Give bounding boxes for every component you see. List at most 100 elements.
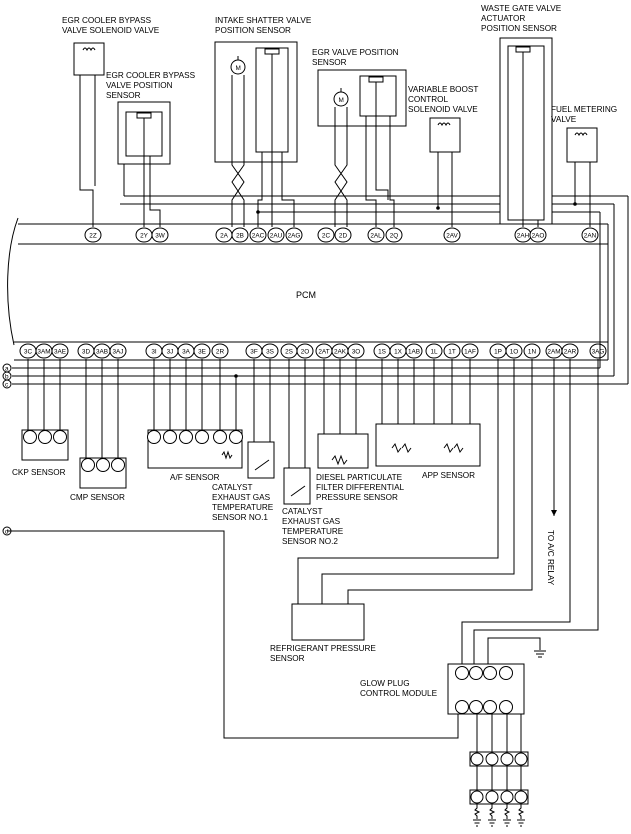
bus-markers: a b c d bbox=[2, 363, 12, 536]
pin-2AG: 2AG bbox=[285, 227, 303, 243]
variable-boost-label-3: SOLENOID VALVE bbox=[408, 105, 478, 114]
connector-terminals bbox=[470, 752, 528, 766]
potentiometer-icon bbox=[515, 46, 531, 53]
pin-3AE: 3AE bbox=[51, 343, 69, 359]
pin-label: 3W bbox=[155, 233, 166, 240]
pin-label: 3O bbox=[352, 349, 361, 356]
pin-3AG: 3AG bbox=[589, 343, 607, 359]
potentiometer-icon bbox=[443, 442, 464, 454]
pin-3A: 3A bbox=[177, 343, 195, 359]
connector-terminals bbox=[81, 458, 125, 472]
pin-label: 3A bbox=[182, 349, 191, 356]
egr-bypass-solenoid-label-2: VALVE SOLENOID VALVE bbox=[62, 26, 160, 35]
fuel-metering-label-1: FUEL METERING bbox=[551, 105, 617, 114]
pin-2O: 2O bbox=[296, 343, 314, 359]
connector-terminals bbox=[147, 430, 243, 444]
pin-label: 3AE bbox=[54, 349, 66, 356]
refrigerant-label-1: REFRIGERANT PRESSURE bbox=[270, 644, 376, 653]
waste-gate-label-2: ACTUATOR bbox=[481, 14, 525, 23]
pin-label: 2AN bbox=[584, 233, 597, 240]
glow-plug-label-1: GLOW PLUG bbox=[360, 679, 410, 688]
pin-3E: 3E bbox=[193, 343, 211, 359]
pin-label: 3S bbox=[266, 349, 274, 356]
pin-label: 1AF bbox=[464, 349, 476, 356]
thermistor-icon bbox=[290, 485, 306, 497]
pin-2AR: 2AR bbox=[561, 343, 579, 359]
pin-2AK: 2AK bbox=[331, 343, 349, 359]
pin-label: 3I bbox=[151, 349, 157, 356]
solenoid-coil-icon bbox=[437, 122, 451, 127]
solenoid-coil-icon bbox=[574, 132, 588, 137]
fuel-metering-label-2: VALVE bbox=[551, 115, 577, 124]
pin-2AU: 2AU bbox=[267, 227, 285, 243]
pin-1X: 1X bbox=[389, 343, 407, 359]
pin-2AL: 2AL bbox=[367, 227, 385, 243]
pin-3O: 3O bbox=[347, 343, 365, 359]
solenoid-coil-icon bbox=[82, 47, 96, 52]
pin-3J: 3J bbox=[161, 343, 179, 359]
cat-temp-2-label-2: EXHAUST GAS bbox=[282, 517, 341, 526]
pin-3AM: 3AM bbox=[35, 343, 53, 359]
pin-label: 2AC bbox=[252, 233, 265, 240]
cat-temp-1-label-3: TEMPERATURE bbox=[212, 503, 274, 512]
bus-c-marker bbox=[2, 379, 12, 389]
pin-3C: 3C bbox=[19, 343, 37, 359]
arrow-down-icon bbox=[551, 510, 557, 516]
pin-label: 2AU bbox=[270, 233, 283, 240]
egr-bypass-position-label-3: SENSOR bbox=[106, 91, 141, 100]
pin-2Y: 2Y bbox=[135, 227, 153, 243]
pin-1S: 1S bbox=[373, 343, 391, 359]
pin-label: 2AK bbox=[334, 349, 347, 356]
pin-2S: 2S bbox=[280, 343, 298, 359]
pin-label: 2S bbox=[285, 349, 293, 356]
pin-label: 2D bbox=[339, 233, 348, 240]
bus-c-label: c bbox=[5, 382, 9, 389]
dpf-label-3: PRESSURE SENSOR bbox=[316, 493, 398, 502]
pin-2C: 2C bbox=[317, 227, 335, 243]
pin-label: 1P bbox=[494, 349, 502, 356]
waste-gate-label-1: WASTE GATE VALVE bbox=[481, 4, 562, 13]
pin-3S: 3S bbox=[261, 343, 279, 359]
af-sensor-box bbox=[147, 429, 243, 469]
pin-label: 3F bbox=[250, 349, 258, 356]
egr-bypass-position-label-2: VALVE POSITION bbox=[106, 81, 173, 90]
pin-3F: 3F bbox=[245, 343, 263, 359]
bus-a-label: a bbox=[5, 366, 9, 373]
pin-label: 2AV bbox=[446, 233, 458, 240]
pin-2Q: 2Q bbox=[385, 227, 403, 243]
cat-temp-2-label-3: TEMPERATURE bbox=[282, 527, 344, 536]
pin-label: 3AJ bbox=[112, 349, 123, 356]
pcm-label: PCM bbox=[296, 290, 316, 300]
pin-label: 2AL bbox=[370, 233, 382, 240]
connector-terminals bbox=[470, 790, 528, 804]
cat-temp-2-label-4: SENSOR NO.2 bbox=[282, 537, 338, 546]
ckp-label: CKP SENSOR bbox=[12, 468, 66, 477]
pcm-body bbox=[7, 217, 609, 361]
pin-label: 2AG bbox=[288, 233, 301, 240]
connector-terminals bbox=[455, 666, 513, 680]
pin-label: 2B bbox=[236, 233, 244, 240]
pin-2AN: 2AN bbox=[581, 227, 599, 243]
dpf-label-2: FILTER DIFFERENTIAL bbox=[316, 483, 405, 492]
intake-shutter-label-1: INTAKE SHATTER VALVE bbox=[215, 16, 312, 25]
pin-3AB: 3AB bbox=[93, 343, 111, 359]
dpf-sensor-box bbox=[317, 433, 369, 469]
connector-terminals bbox=[23, 430, 67, 444]
af-label: A/F SENSOR bbox=[170, 473, 220, 482]
pin-2B: 2B bbox=[231, 227, 249, 243]
pin-label: 2Y bbox=[140, 233, 149, 240]
heater-resistor-icon bbox=[221, 450, 233, 460]
connector-terminals bbox=[455, 700, 513, 714]
pin-1T: 1T bbox=[443, 343, 461, 359]
bus-d-label: d bbox=[5, 529, 9, 536]
cat-temp-1-box bbox=[247, 441, 275, 479]
potentiometer-icon bbox=[391, 442, 412, 454]
pin-label: 2AM bbox=[547, 349, 560, 356]
pin-3W: 3W bbox=[151, 227, 169, 243]
pin-2AO: 2AO bbox=[529, 227, 547, 243]
pin-label: 1N bbox=[528, 349, 537, 356]
pin-label: 1S bbox=[378, 349, 386, 356]
glow-plug-wires bbox=[473, 714, 525, 827]
